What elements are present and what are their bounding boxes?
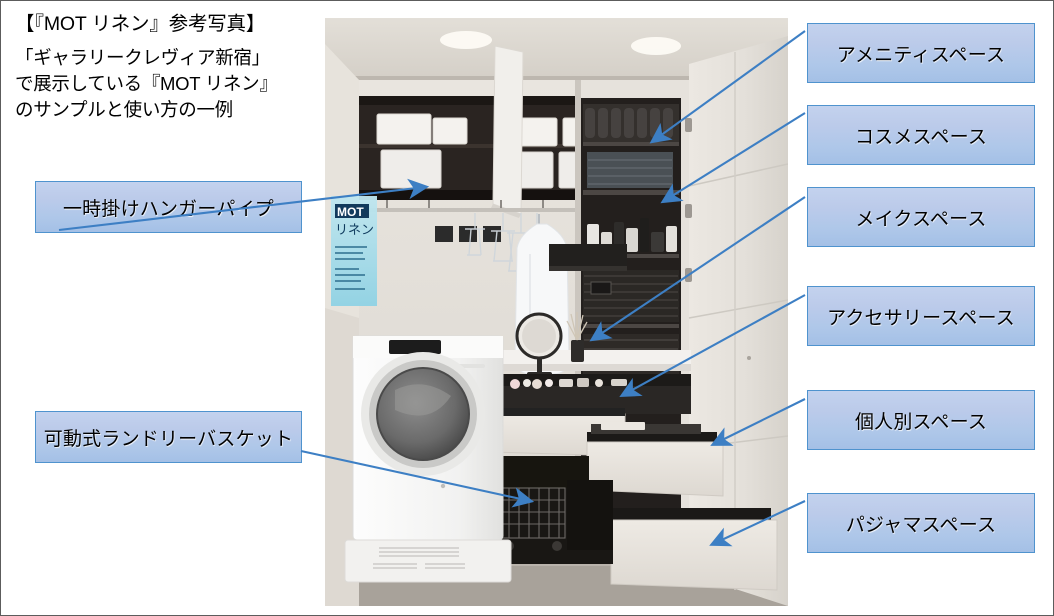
callout-laundry-basket-label: 可動式ランドリーバスケット <box>43 428 294 450</box>
callout-amenity-space-label: アメニティスペース <box>836 44 1006 66</box>
page-title: 【『MOT リネン』参考写真】 <box>15 13 266 35</box>
callout-personal-space-label: 個人別スペース <box>854 411 988 433</box>
callout-hanger-pipe[interactable]: 一時掛けハンガーパイプ <box>35 181 302 233</box>
callout-hanger-pipe-label: 一時掛けハンガーパイプ <box>62 198 274 220</box>
callout-amenity-space[interactable]: アメニティスペース <box>807 23 1035 83</box>
subtitle-line-3: のサンプルと使い方の一例 <box>15 99 233 120</box>
svg-text:リネン: リネン <box>335 222 374 237</box>
callout-accessory-space[interactable]: アクセサリースペース <box>807 286 1035 346</box>
subtitle-line-1: 「ギャラリークレヴィア新宿」 <box>15 47 270 68</box>
reference-photo: MOT リネン <box>325 18 788 606</box>
callout-laundry-basket[interactable]: 可動式ランドリーバスケット <box>35 411 302 463</box>
callout-pajama-space-label: パジャマスペース <box>845 514 997 536</box>
callout-make-space-label: メイクスペース <box>855 208 987 230</box>
subtitle-line-2: で展示している『MOT リネン』 <box>15 73 278 94</box>
callout-personal-space[interactable]: 個人別スペース <box>807 390 1035 450</box>
callout-cosme-space-label: コスメスペース <box>854 126 988 148</box>
heading-block: 【『MOT リネン』参考写真】 「ギャラリークレヴィア新宿」 で展示している『M… <box>15 9 315 123</box>
callout-pajama-space[interactable]: パジャマスペース <box>807 493 1035 553</box>
callout-make-space[interactable]: メイクスペース <box>807 187 1035 247</box>
svg-text:MOT: MOT <box>337 205 364 219</box>
callout-cosme-space[interactable]: コスメスペース <box>807 105 1035 165</box>
page-subtitle: 「ギャラリークレヴィア新宿」 で展示している『MOT リネン』 のサンプルと使い… <box>15 45 315 123</box>
callout-accessory-space-label: アクセサリースペース <box>827 307 1015 329</box>
